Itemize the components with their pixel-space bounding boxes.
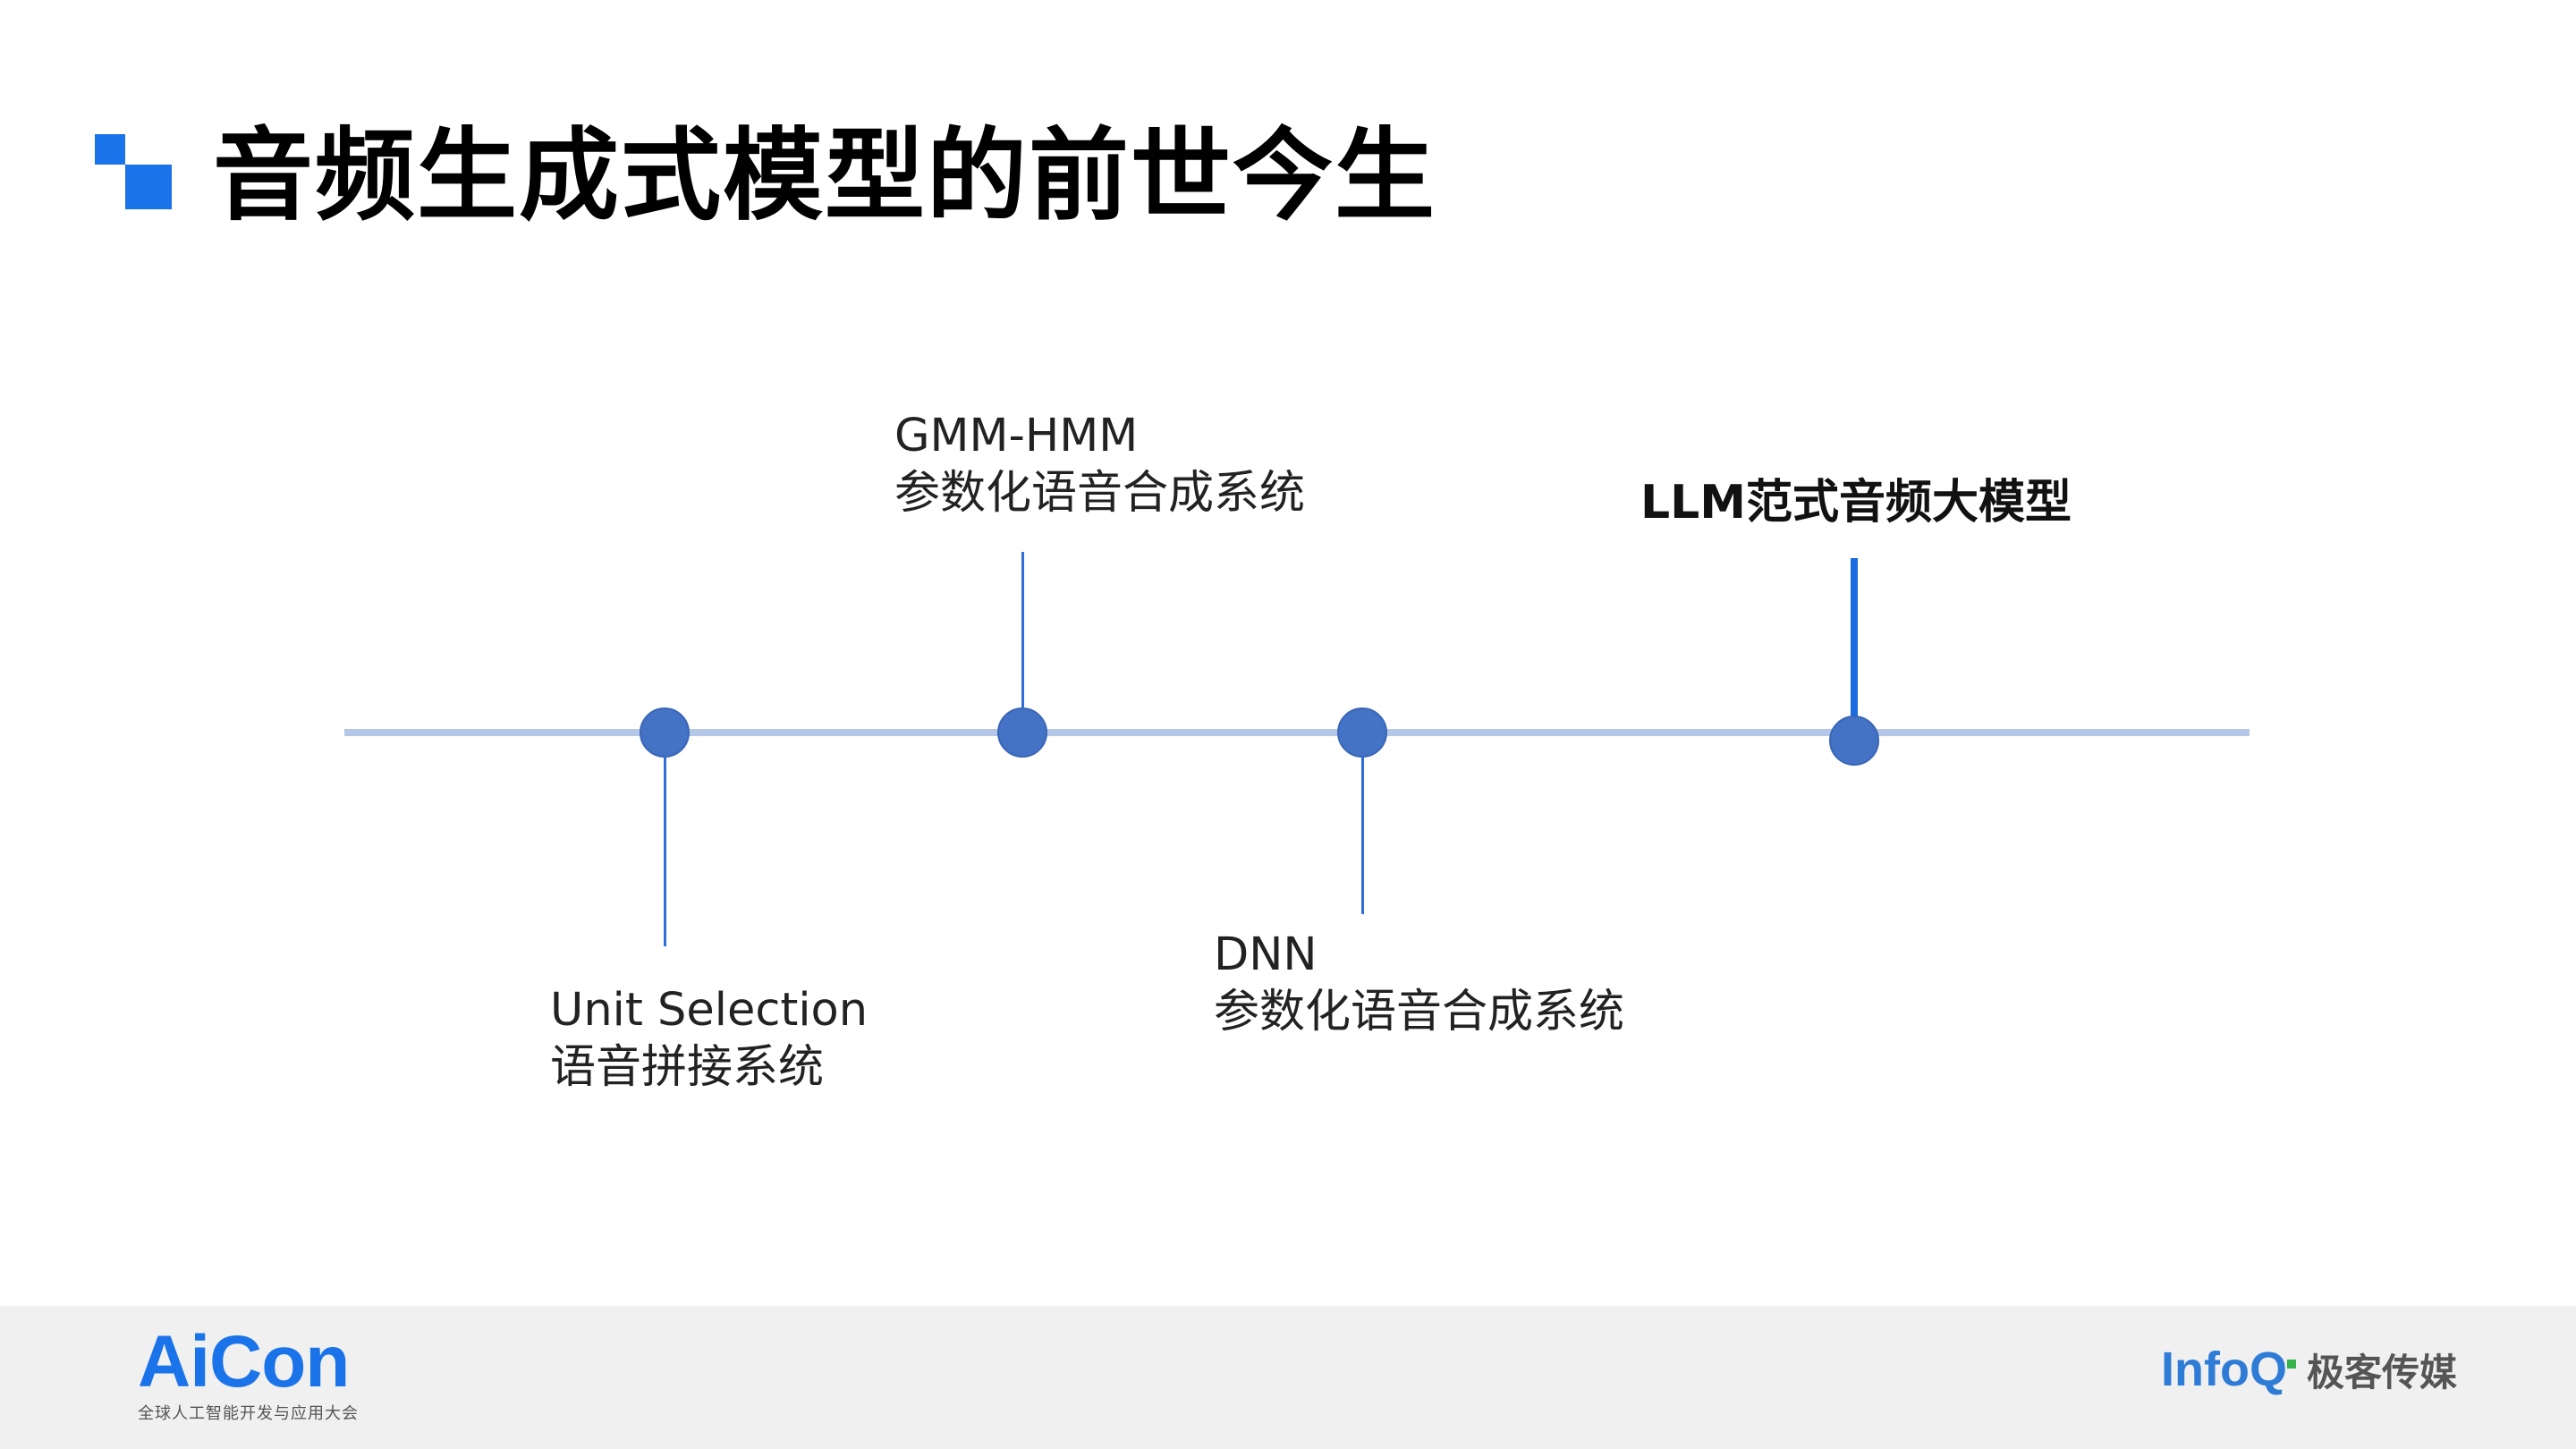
timeline-label-subtitle: 参数化语音合成系统 xyxy=(894,467,1306,520)
timeline-label-title: Unit Selection xyxy=(550,984,869,1037)
timeline-label-title: LLM范式音频大模型 xyxy=(1640,476,2072,530)
aicon-logo: AiCon 全球人工智能开发与应用大会 xyxy=(138,1326,359,1424)
infoq-dot-icon xyxy=(2286,1360,2296,1368)
timeline-label-subtitle: 语音拼接系统 xyxy=(550,1041,825,1094)
timeline-node-dnn xyxy=(1337,708,1387,758)
timeline-label-unit-selection: Unit Selection 语音拼接系统 xyxy=(550,982,868,1097)
infoq-wordmark: InfoQ xyxy=(2161,1343,2287,1396)
timeline-label-title: GMM-HMM xyxy=(894,410,1139,462)
timeline-label-title: DNN xyxy=(1214,928,1318,981)
aicon-wordmark: AiCon xyxy=(138,1321,350,1402)
timeline-node-unit-selection xyxy=(640,708,690,758)
timeline-node-gmm-hmm xyxy=(997,708,1047,758)
footer-bar xyxy=(0,1306,2576,1449)
page-title: 音频生成式模型的前世今生 xyxy=(213,118,1436,234)
timeline-stem-dnn xyxy=(1361,757,1364,914)
aicon-tagline: 全球人工智能开发与应用大会 xyxy=(138,1404,359,1423)
timeline-stem-llm xyxy=(1851,558,1858,719)
infoq-logo: InfoQ 极客传媒 xyxy=(2161,1342,2457,1397)
timeline-axis xyxy=(344,729,2250,736)
timeline-stem-gmm-hmm xyxy=(1021,552,1024,709)
timeline-label-gmm-hmm: GMM-HMM 参数化语音合成系统 xyxy=(894,408,1305,522)
timeline-label-subtitle: 参数化语音合成系统 xyxy=(1214,986,1625,1038)
timeline-stem-unit-selection xyxy=(664,757,666,946)
timeline-node-llm xyxy=(1829,716,1879,766)
timeline-label-llm: LLM范式音频大模型 xyxy=(1640,474,2072,531)
timeline-label-dnn: DNN 参数化语音合成系统 xyxy=(1214,927,1624,1041)
geek-media-brand: 极客传媒 xyxy=(2306,1350,2457,1394)
